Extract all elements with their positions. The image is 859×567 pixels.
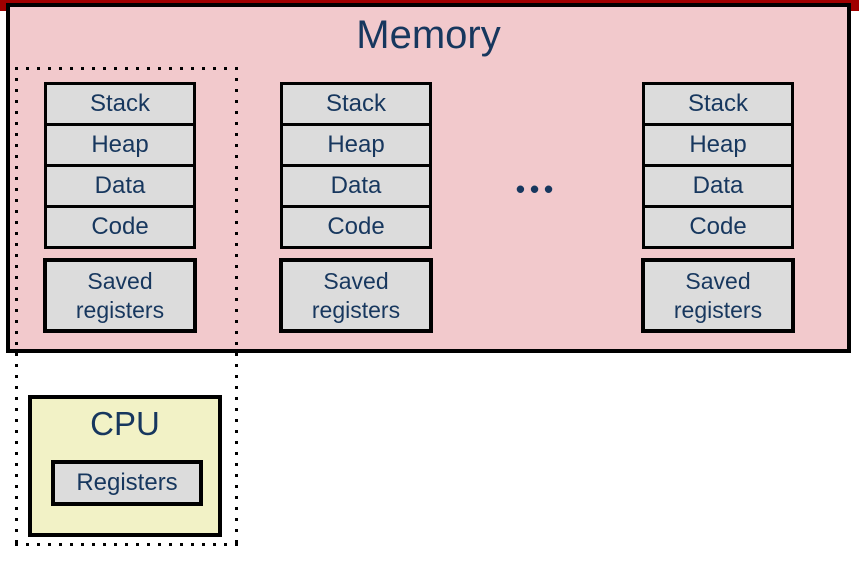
segment-code: Code — [44, 205, 196, 249]
more-processes-ellipsis: ••• — [515, 174, 559, 204]
cpu-title: CPU — [90, 405, 160, 442]
segment-heap: Heap — [642, 123, 794, 167]
segment-stack: Stack — [44, 82, 196, 126]
segment-heap: Heap — [44, 123, 196, 167]
segment-data: Data — [280, 164, 432, 208]
segment-code: Code — [280, 205, 432, 249]
dotted-edge-bottom — [15, 543, 238, 546]
segment-heap: Heap — [280, 123, 432, 167]
process-context-1: Stack Heap Data Code Saved registers — [43, 82, 197, 333]
cpu-registers-box: Registers — [51, 460, 203, 506]
saved-registers-box: Saved registers — [43, 258, 197, 333]
process-context-3: Stack Heap Data Code Saved registers — [641, 82, 795, 333]
segment-stack: Stack — [280, 82, 432, 126]
cpu-box: CPU Registers — [28, 395, 222, 537]
segment-data: Data — [44, 164, 196, 208]
segment-code: Code — [642, 205, 794, 249]
segment-data: Data — [642, 164, 794, 208]
segment-stack: Stack — [642, 82, 794, 126]
saved-registers-box: Saved registers — [641, 258, 795, 333]
memory-title: Memory — [356, 13, 501, 57]
process-context-2: Stack Heap Data Code Saved registers — [279, 82, 433, 333]
saved-registers-box: Saved registers — [279, 258, 433, 333]
